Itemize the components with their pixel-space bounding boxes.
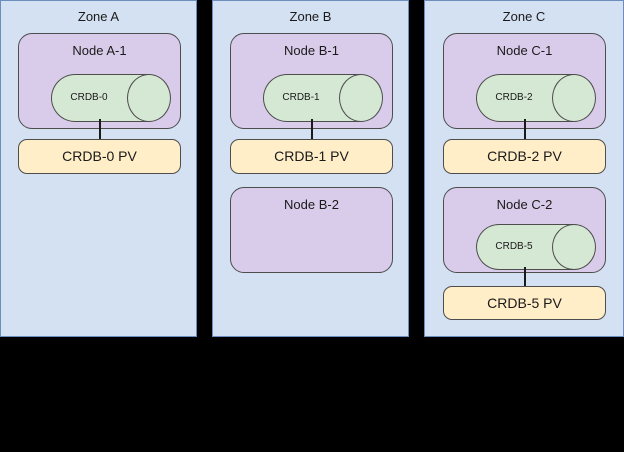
database-label-crdb-5: CRDB-5 — [495, 241, 533, 252]
pv-crdb-0[interactable]: CRDB-0 PV — [18, 139, 181, 174]
pv-crdb-1[interactable]: CRDB-1 PV — [230, 139, 393, 174]
node-b-2[interactable]: Node B-2 — [230, 187, 393, 273]
pv-crdb-1-label: CRDB-1 PV — [274, 148, 349, 164]
database-label-crdb-0: CRDB-0 — [70, 92, 108, 103]
pv-crdb-2[interactable]: CRDB-2 PV — [443, 139, 606, 174]
node-c-1[interactable]: Node C-1 CRDB-2 — [443, 33, 606, 129]
pv-crdb-5-label: CRDB-5 PV — [487, 294, 562, 311]
database-label-crdb-1: CRDB-1 — [282, 92, 320, 103]
pv-crdb-5[interactable]: CRDB-5 PV — [443, 286, 606, 320]
zone-a-title: Zone A — [77, 9, 120, 24]
database-label-crdb-2: CRDB-2 — [495, 92, 533, 103]
zone-b-title: Zone B — [289, 9, 332, 24]
connector-node-a-1-to-pv — [99, 119, 101, 140]
connector-node-c-1-to-pv — [524, 119, 526, 140]
zone-c-title: Zone C — [502, 9, 546, 24]
cylinder-cap — [552, 224, 596, 270]
cylinder-cap — [552, 74, 596, 122]
database-cylinder-icon-crdb-1[interactable]: CRDB-1 — [263, 74, 383, 122]
node-c-2[interactable]: Node C-2 CRDB-5 — [443, 187, 606, 273]
node-b-2-title: Node B-2 — [284, 197, 339, 212]
zone-b[interactable]: Zone B Node B-1 CRDB-1 CRDB-1 PV Node B-… — [212, 0, 409, 337]
connector-node-b-1-to-pv — [311, 119, 313, 140]
zone-a[interactable]: Zone A Node A-1 CRDB-0 CRDB-0 PV — [0, 0, 197, 337]
node-b-1-title: Node B-1 — [284, 43, 339, 58]
pv-crdb-2-label: CRDB-2 PV — [487, 148, 562, 164]
database-cylinder-icon-crdb-0[interactable]: CRDB-0 — [51, 74, 171, 122]
node-b-1[interactable]: Node B-1 CRDB-1 — [230, 33, 393, 129]
node-a-1[interactable]: Node A-1 CRDB-0 — [18, 33, 181, 129]
node-c-2-title: Node C-2 — [496, 197, 553, 212]
pv-crdb-0-label: CRDB-0 PV — [62, 148, 137, 164]
cylinder-cap — [339, 74, 383, 122]
database-cylinder-icon-crdb-5[interactable]: CRDB-5 — [476, 224, 596, 270]
connector-node-c-2-to-pv — [524, 267, 526, 287]
cylinder-cap — [127, 74, 171, 122]
zone-c[interactable]: Zone C Node C-1 CRDB-2 CRDB-2 PV Node C-… — [424, 0, 624, 337]
node-a-1-title: Node A-1 — [72, 43, 127, 58]
node-c-1-title: Node C-1 — [496, 43, 553, 58]
database-cylinder-icon-crdb-2[interactable]: CRDB-2 — [476, 74, 596, 122]
